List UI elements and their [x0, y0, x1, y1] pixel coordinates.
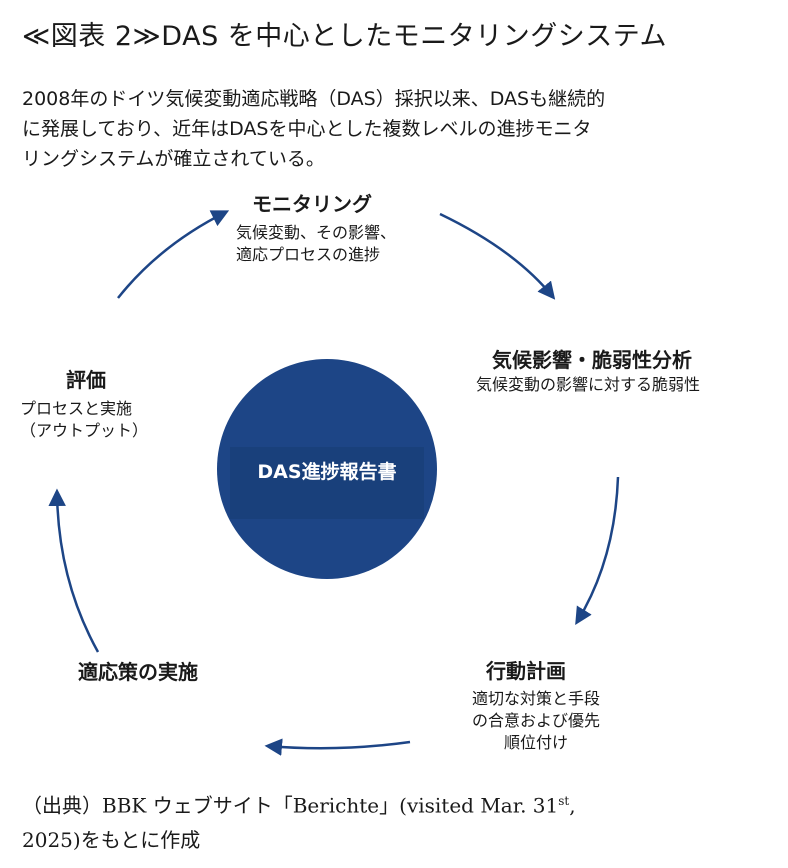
node-implementation-title: 適応策の実施 [78, 660, 198, 684]
node-impact: 気候影響・脆弱性分析 [492, 344, 692, 373]
node-evaluation-desc: プロセスと実施 （アウトプット） [20, 398, 148, 442]
intro-line: に発展しており、近年はDASを中心とした複数レベルの進捗モニタ [22, 118, 592, 140]
source-text-end: , [569, 793, 576, 818]
node-monitoring: モニタリング [252, 188, 372, 217]
desc-line: の合意および優先 [471, 711, 600, 730]
arrow-monitoring-to-impact [439, 212, 556, 300]
desc-line: 気候変動、その影響、 [236, 223, 397, 242]
arrow-impact-to-action [575, 476, 620, 625]
node-evaluation: 評価 [66, 364, 106, 393]
node-impact-title: 気候影響・脆弱性分析 [492, 348, 692, 372]
figure-title: ≪図表 2≫DAS を中心としたモニタリングシステム [22, 21, 667, 52]
intro-line: リングシステムが確立されている。 [22, 148, 325, 170]
desc-line: プロセスと実施 [20, 399, 133, 418]
center-label-band [230, 447, 424, 519]
node-impact-desc: 気候変動の影響に対する脆弱性 [476, 374, 700, 396]
node-monitoring-title: モニタリング [252, 192, 372, 216]
arrow-evaluation-to-monitoring [117, 210, 230, 299]
desc-line: 適切な対策と手段 [471, 689, 600, 708]
node-action: 行動計画 [486, 655, 566, 684]
center-label: DAS進捗報告書 [257, 461, 397, 483]
desc-line: 順位付け [503, 733, 568, 752]
source-note: （出典）BBK ウェブサイト「Berichte」(visited Mar. 31… [22, 784, 576, 857]
node-action-desc: 適切な対策と手段 の合意および優先 順位付け [446, 688, 626, 754]
source-line-1: （出典）BBK ウェブサイト「Berichte」(visited Mar. 31… [22, 784, 576, 823]
node-implementation: 適応策の実施 [78, 656, 198, 685]
source-superscript: st [558, 794, 570, 808]
desc-line: （アウトプット） [20, 421, 149, 440]
source-line-2: 2025)をもとに作成 [22, 827, 201, 852]
desc-line: 気候変動の影響に対する脆弱性 [476, 375, 701, 394]
arrow-action-to-implementation [264, 738, 411, 756]
intro-line: 2008年のドイツ気候変動適応戦略（DAS）採択以来、DASも継続的 [22, 88, 606, 110]
node-evaluation-title: 評価 [66, 368, 106, 392]
node-action-title: 行動計画 [486, 659, 566, 683]
source-text: （出典）BBK ウェブサイト「Berichte」(visited Mar. 31 [22, 793, 559, 818]
desc-line: 適応プロセスの進捗 [236, 245, 381, 264]
arrow-implementation-to-evaluation [48, 488, 100, 653]
node-monitoring-desc: 気候変動、その影響、 適応プロセスの進捗 [236, 222, 396, 266]
intro-text: 2008年のドイツ気候変動適応戦略（DAS）採択以来、DASも継続的 に発展して… [22, 84, 782, 174]
